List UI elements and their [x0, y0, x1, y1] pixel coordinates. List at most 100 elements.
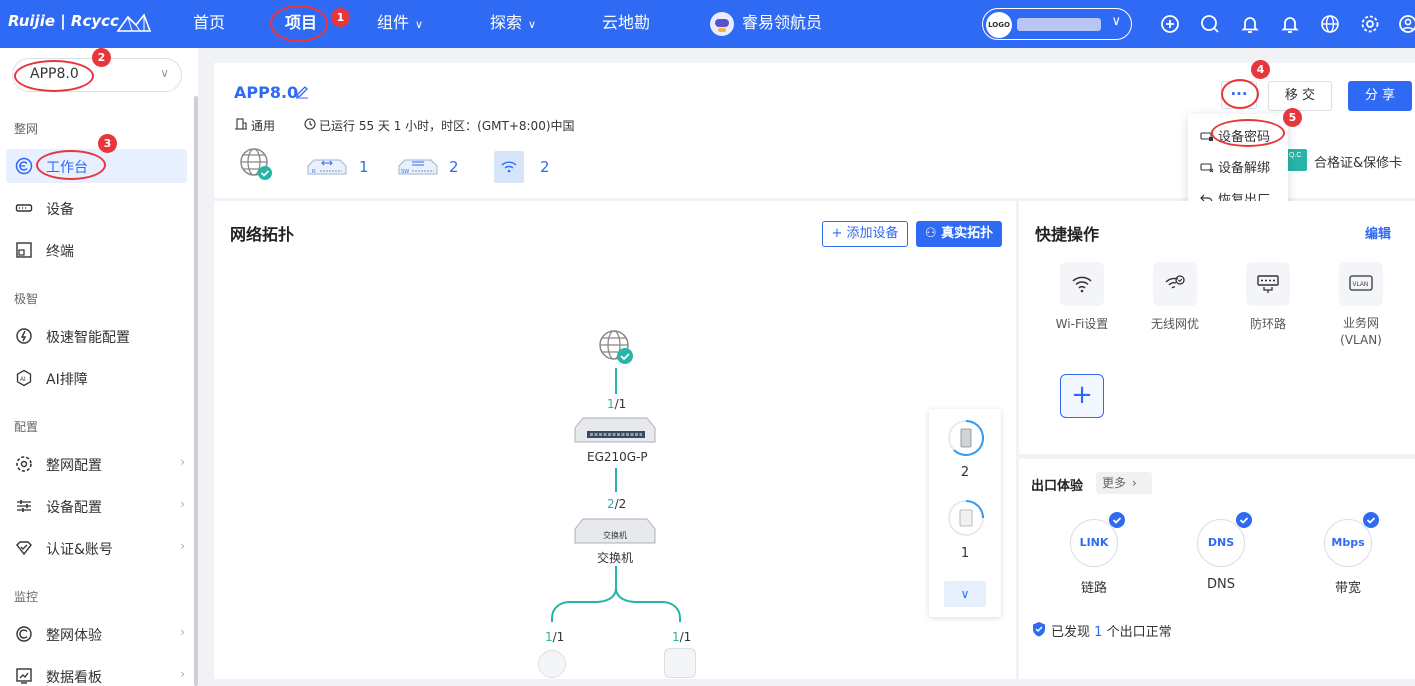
annotation-badge-1: 1 — [331, 8, 350, 27]
switch-device-icon[interactable]: SW — [397, 156, 439, 178]
account-project-selector[interactable]: LOGO ∨ — [982, 8, 1132, 40]
edit-quick-ops-link[interactable]: 编辑 — [1365, 227, 1392, 242]
annotation-badge-3: 3 — [98, 134, 117, 153]
user-icon[interactable] — [1398, 14, 1415, 34]
brand-logo-icon — [116, 13, 152, 32]
chevron-right-icon: › — [180, 667, 185, 681]
ap-device-icon[interactable] — [494, 151, 524, 183]
svg-text:R: R — [312, 169, 316, 175]
sidebar-scrollbar[interactable] — [194, 96, 198, 686]
runtime-info: 已运行 55 天 1 小时，时区：(GMT+8:00)中国 — [319, 119, 575, 133]
panel-device-gauge-2[interactable] — [946, 498, 986, 538]
add-quick-op-button[interactable]: + — [1060, 374, 1104, 418]
link-ratio-1: 1/1 — [607, 397, 627, 411]
quick-op-wireless-optimize[interactable] — [1153, 262, 1197, 306]
wifi-icon — [1072, 276, 1092, 293]
transfer-button[interactable]: 移 交 — [1268, 81, 1332, 111]
chevron-right-icon: › — [180, 539, 185, 553]
sidebar-item-network-config[interactable]: 整网配置 › — [6, 447, 187, 481]
globe-icon[interactable] — [1320, 14, 1340, 34]
wifi-icon — [501, 161, 517, 173]
section-network: 整网 — [14, 122, 39, 136]
exit-link-icon[interactable]: LINK — [1070, 519, 1118, 567]
page-title: APP8.0 — [234, 83, 299, 102]
sidebar-item-data-dashboard[interactable]: 数据看板 › — [6, 659, 187, 686]
device-summary-panel: 2 1 ∨ — [929, 409, 1001, 617]
sidebar-item-quick-config[interactable]: 极速智能配置 — [6, 319, 187, 353]
dashboard-icon — [16, 668, 32, 684]
nav-cloud-survey[interactable]: 云地勘 — [602, 13, 651, 32]
quick-op-label-vlan: 业务网 (VLAN) — [1340, 316, 1382, 347]
gear-icon[interactable] — [1360, 14, 1380, 34]
quick-op-label-loop: 防环路 — [1249, 317, 1286, 331]
nav-components[interactable]: 组件∨ — [377, 13, 424, 32]
quick-op-label-wifi: Wi-Fi设置 — [1055, 317, 1109, 331]
nav-explore[interactable]: 探索∨ — [490, 13, 537, 32]
link-ratio-4: 1/1 — [672, 630, 692, 644]
nav-navigator[interactable]: 睿易领航员 — [742, 13, 823, 32]
chevron-down-icon: ∨ — [960, 587, 970, 601]
annotation-ring-5 — [1211, 119, 1285, 147]
edit-pencil-icon[interactable] — [295, 85, 309, 99]
exit-bandwidth-label: 带宽 — [1334, 581, 1361, 596]
exit-bandwidth-icon[interactable]: Mbps — [1324, 519, 1372, 567]
ap-round-icon[interactable] — [538, 650, 566, 678]
switch-topology-icon[interactable]: 交换机 — [573, 517, 657, 545]
sidebar-item-network-experience[interactable]: 整网体验 › — [6, 617, 187, 651]
plus-circle-icon[interactable] — [1160, 14, 1180, 34]
search-icon[interactable] — [1200, 14, 1220, 34]
avatar: LOGO — [986, 12, 1012, 38]
certificate-warranty-link[interactable]: 合格证&保修卡 — [1314, 156, 1403, 171]
check-badge-icon — [1236, 512, 1252, 528]
nav-home[interactable]: 首页 — [193, 13, 226, 32]
topology-title: 网络拓扑 — [230, 225, 295, 244]
quick-op-wifi-settings[interactable] — [1060, 262, 1104, 306]
section-monitor: 监控 — [14, 590, 39, 604]
quick-op-loop-protection[interactable] — [1246, 262, 1290, 306]
real-topology-button[interactable]: ⚇ 真实拓扑 — [916, 221, 1002, 247]
svg-text:VLAN: VLAN — [1353, 282, 1369, 288]
check-badge-icon — [1109, 512, 1125, 528]
project-scene: 通用 — [251, 119, 276, 133]
account-name-redacted — [1017, 18, 1101, 31]
bell-icon[interactable] — [1240, 14, 1260, 34]
router-count: 1 — [359, 158, 369, 176]
sidebar-item-ai-troubleshoot[interactable]: AI AI排障 — [6, 361, 187, 395]
svg-text:AI: AI — [20, 377, 26, 383]
topology-icon: ⚇ — [924, 226, 942, 241]
quick-ops-title: 快捷操作 — [1035, 225, 1100, 244]
quick-op-label-wireless: 无线网优 — [1150, 317, 1199, 331]
brand-logo[interactable]: Ruijie | Rcycc — [8, 12, 119, 30]
internet-globe-icon[interactable] — [238, 146, 274, 182]
annotation-badge-2: 2 — [92, 48, 111, 67]
chevron-down-icon: ∨ — [528, 18, 537, 31]
annotation-ring-3 — [36, 150, 106, 180]
plus-icon: + — [1071, 380, 1093, 410]
exit-status-text: 已发现 1 个出口正常 — [1051, 625, 1172, 640]
exit-dns-icon[interactable]: DNS — [1197, 519, 1245, 567]
share-button[interactable]: 分 享 — [1348, 81, 1412, 111]
notification-bell-icon[interactable] — [1280, 14, 1300, 34]
quick-op-business-vlan[interactable]: VLAN — [1339, 262, 1383, 306]
sidebar-item-auth-account[interactable]: 认证&账号 › — [6, 531, 187, 565]
chevron-right-icon: › — [1132, 476, 1137, 490]
sidebar-item-devices[interactable]: 设备 — [6, 191, 187, 225]
plus-icon: + — [831, 226, 847, 241]
gateway-label: EG210G-P — [587, 450, 648, 464]
sliders-icon — [17, 500, 31, 512]
exit-experience-more[interactable]: 更多› — [1096, 472, 1152, 494]
chevron-right-icon: › — [180, 455, 185, 469]
experience-icon — [16, 626, 32, 642]
gateway-device-icon[interactable] — [573, 416, 657, 444]
sidebar-item-terminals[interactable]: 终端 — [6, 233, 187, 267]
sidebar-item-device-config[interactable]: 设备配置 › — [6, 489, 187, 523]
router-device-icon[interactable]: R — [306, 156, 348, 178]
menu-item-device-unbind[interactable]: 设备解绑 — [1200, 157, 1270, 177]
panel-device-gauge-1[interactable] — [946, 418, 986, 458]
topology-internet-icon[interactable] — [597, 328, 637, 368]
panel-expand-button[interactable]: ∨ — [944, 581, 986, 607]
section-smart: 极智 — [14, 292, 39, 306]
ap-square-icon[interactable] — [664, 648, 696, 678]
navigator-robot-icon[interactable] — [710, 12, 734, 36]
add-device-button[interactable]: + 添加设备 — [822, 221, 908, 247]
